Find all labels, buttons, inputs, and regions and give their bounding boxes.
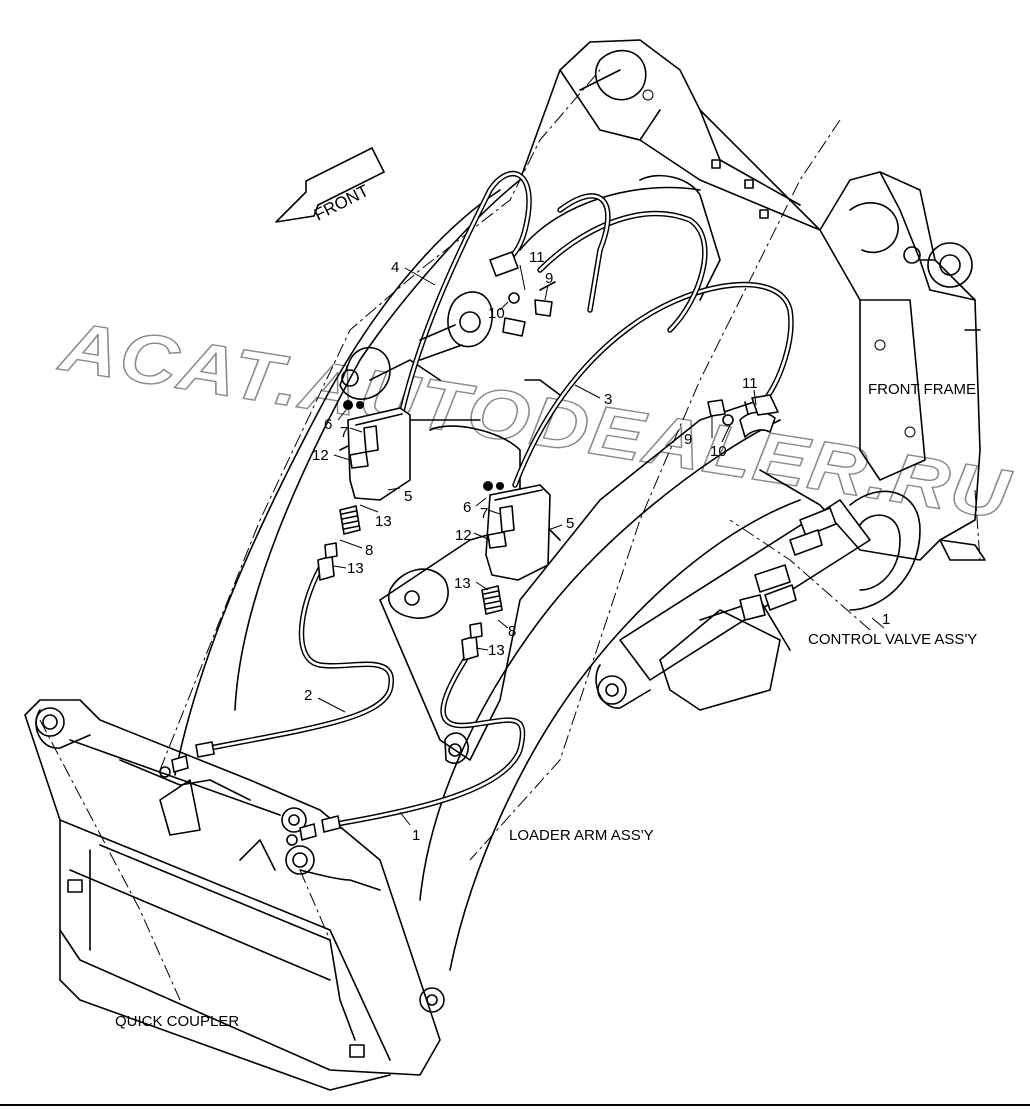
right-fittings: [707, 394, 779, 438]
callout-left-12: 12: [312, 447, 329, 464]
callout-right-9: 9: [684, 431, 692, 448]
callout-numbers: 4 11 9 10 3 11 9 10 6 7 12 5 13 8 13 6 7…: [304, 249, 890, 844]
callout-mid-13a: 13: [454, 575, 471, 592]
callout-hose-4: 4: [391, 259, 399, 276]
label-control-valve: CONTROL VALVE ASS'Y: [808, 631, 977, 648]
callout-left-5: 5: [404, 488, 412, 505]
callout-left-6: 6: [324, 416, 332, 433]
hose-1: [327, 657, 526, 828]
callout-mid-6: 6: [463, 499, 471, 516]
label-front-frame: FRONT FRAME: [868, 381, 976, 398]
assembly-labels: FRONT FRAME CONTROL VALVE ASS'Y LOADER A…: [115, 381, 977, 1030]
reference-lines: [39, 69, 981, 1001]
callout-hose-3: 3: [604, 391, 612, 408]
quick-coupler: [24, 699, 445, 1091]
callout-right-10: 10: [710, 443, 727, 460]
callout-mid-8: 8: [508, 623, 516, 640]
coupler-hose-fittings: [159, 741, 341, 846]
control-valve-fittings: [739, 507, 837, 621]
upper-fittings: [419, 251, 556, 361]
hose-2: [197, 557, 395, 753]
callout-left-hose-2: 2: [304, 687, 312, 704]
callout-mid-5: 5: [566, 515, 574, 532]
callout-left-8: 8: [365, 542, 373, 559]
callout-upper-11: 11: [529, 249, 545, 266]
label-loader-arm: LOADER ARM ASS'Y: [509, 827, 654, 844]
upper-frame-hoses: [537, 193, 708, 333]
leader-lines: [317, 264, 885, 826]
hose-4: [397, 170, 532, 423]
callout-upper-10: 10: [488, 305, 505, 322]
callout-left-13a: 13: [375, 513, 392, 530]
callout-upper-9: 9: [545, 270, 553, 287]
hose-3: [512, 281, 794, 488]
label-quick-coupler: QUICK COUPLER: [115, 1013, 239, 1030]
callout-mid-12: 12: [455, 527, 472, 544]
callout-left-hose-1: 1: [412, 827, 420, 844]
front-arrow-icon: FRONT: [275, 147, 385, 225]
left-bracket-assembly: [317, 400, 411, 581]
front-arrow-label: FRONT: [311, 181, 372, 225]
callout-mid-7: 7: [480, 505, 488, 522]
callout-valve-1: 1: [882, 611, 890, 628]
callout-left-7: 7: [340, 424, 348, 441]
callout-right-11: 11: [742, 375, 758, 392]
middle-bracket-assembly: [461, 481, 551, 661]
callout-left-13b: 13: [347, 560, 364, 577]
bottom-border: [0, 1104, 1030, 1106]
loader-arm: [174, 179, 801, 971]
callout-mid-13b: 13: [488, 642, 505, 659]
